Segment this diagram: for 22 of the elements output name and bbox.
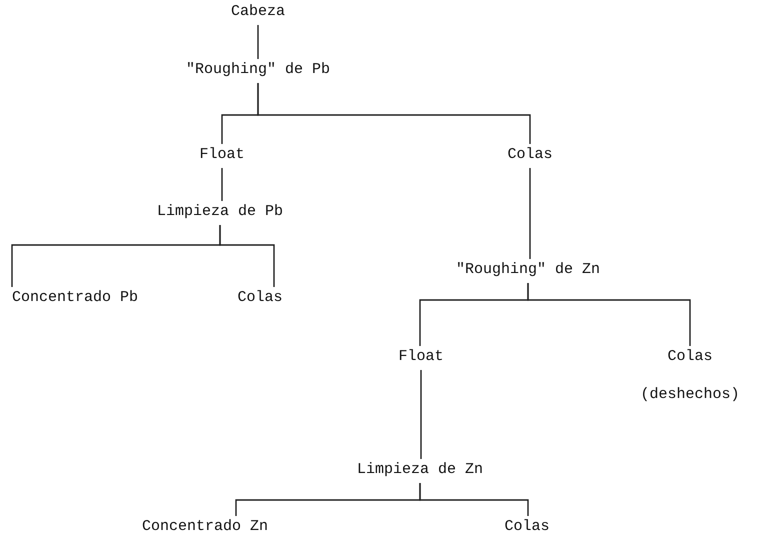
flow-line [527,283,691,346]
stream-label: Float [200,146,244,164]
flow-line [529,168,531,259]
stream-label: Limpieza de Pb [156,203,284,221]
stream-label: Cabeza [231,3,285,21]
stream-label: Colas [508,146,552,164]
stream-label: Float [398,348,444,366]
flow-line [221,168,223,201]
flow-line [420,370,422,459]
stream-label: Colas [504,518,550,536]
stream-label: Concentrado Pb [12,289,138,307]
stream-note: (deshechos) [640,386,740,404]
stream-label: "Roughing" de Pb [186,61,330,79]
stream-label: Limpieza de Zn [356,461,484,479]
stream-label: "Roughing" de Zn [456,261,600,279]
flow-line [219,225,275,287]
flow-line [257,25,259,59]
flow-line [257,83,531,144]
stream-label: Colas [666,348,714,366]
stream-label: Colas [238,289,282,307]
stream-label: Concentrado Zn [142,518,268,536]
flow-line [419,483,529,516]
